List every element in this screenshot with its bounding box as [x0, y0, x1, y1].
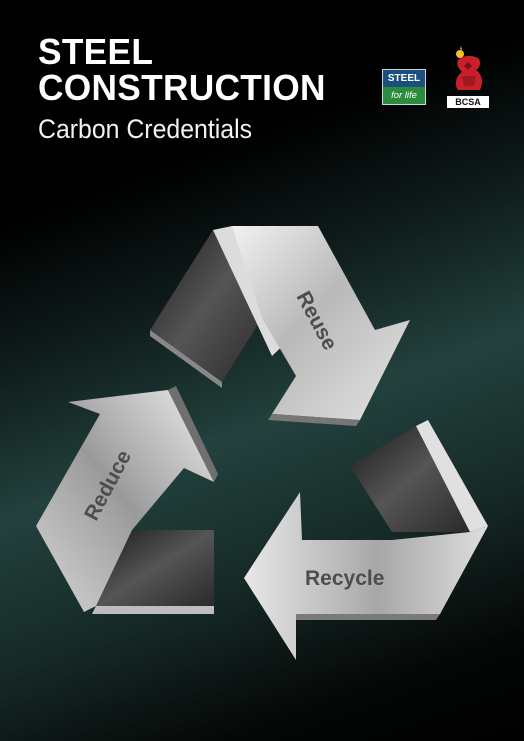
- reuse-arrow: [150, 226, 410, 426]
- steel-for-life-logo: STEEL for life: [382, 69, 426, 105]
- subtitle: Carbon Credentials: [38, 114, 253, 144]
- title-block: STEEL CONSTRUCTION Carbon Credentials: [38, 31, 332, 145]
- bcsa-crest-icon: [455, 46, 483, 90]
- title-line-steel: STEEL: [38, 31, 154, 72]
- bcsa-logo-text: BCSA: [447, 96, 489, 108]
- reduce-arrow: [36, 386, 218, 614]
- recycle-arrow: [244, 420, 488, 660]
- title-line-construction: CONSTRUCTION: [38, 67, 326, 108]
- steel-for-life-logo-bottom: for life: [383, 87, 425, 104]
- steel-for-life-logo-top: STEEL: [383, 70, 425, 87]
- label-recycle: Recycle: [305, 567, 384, 590]
